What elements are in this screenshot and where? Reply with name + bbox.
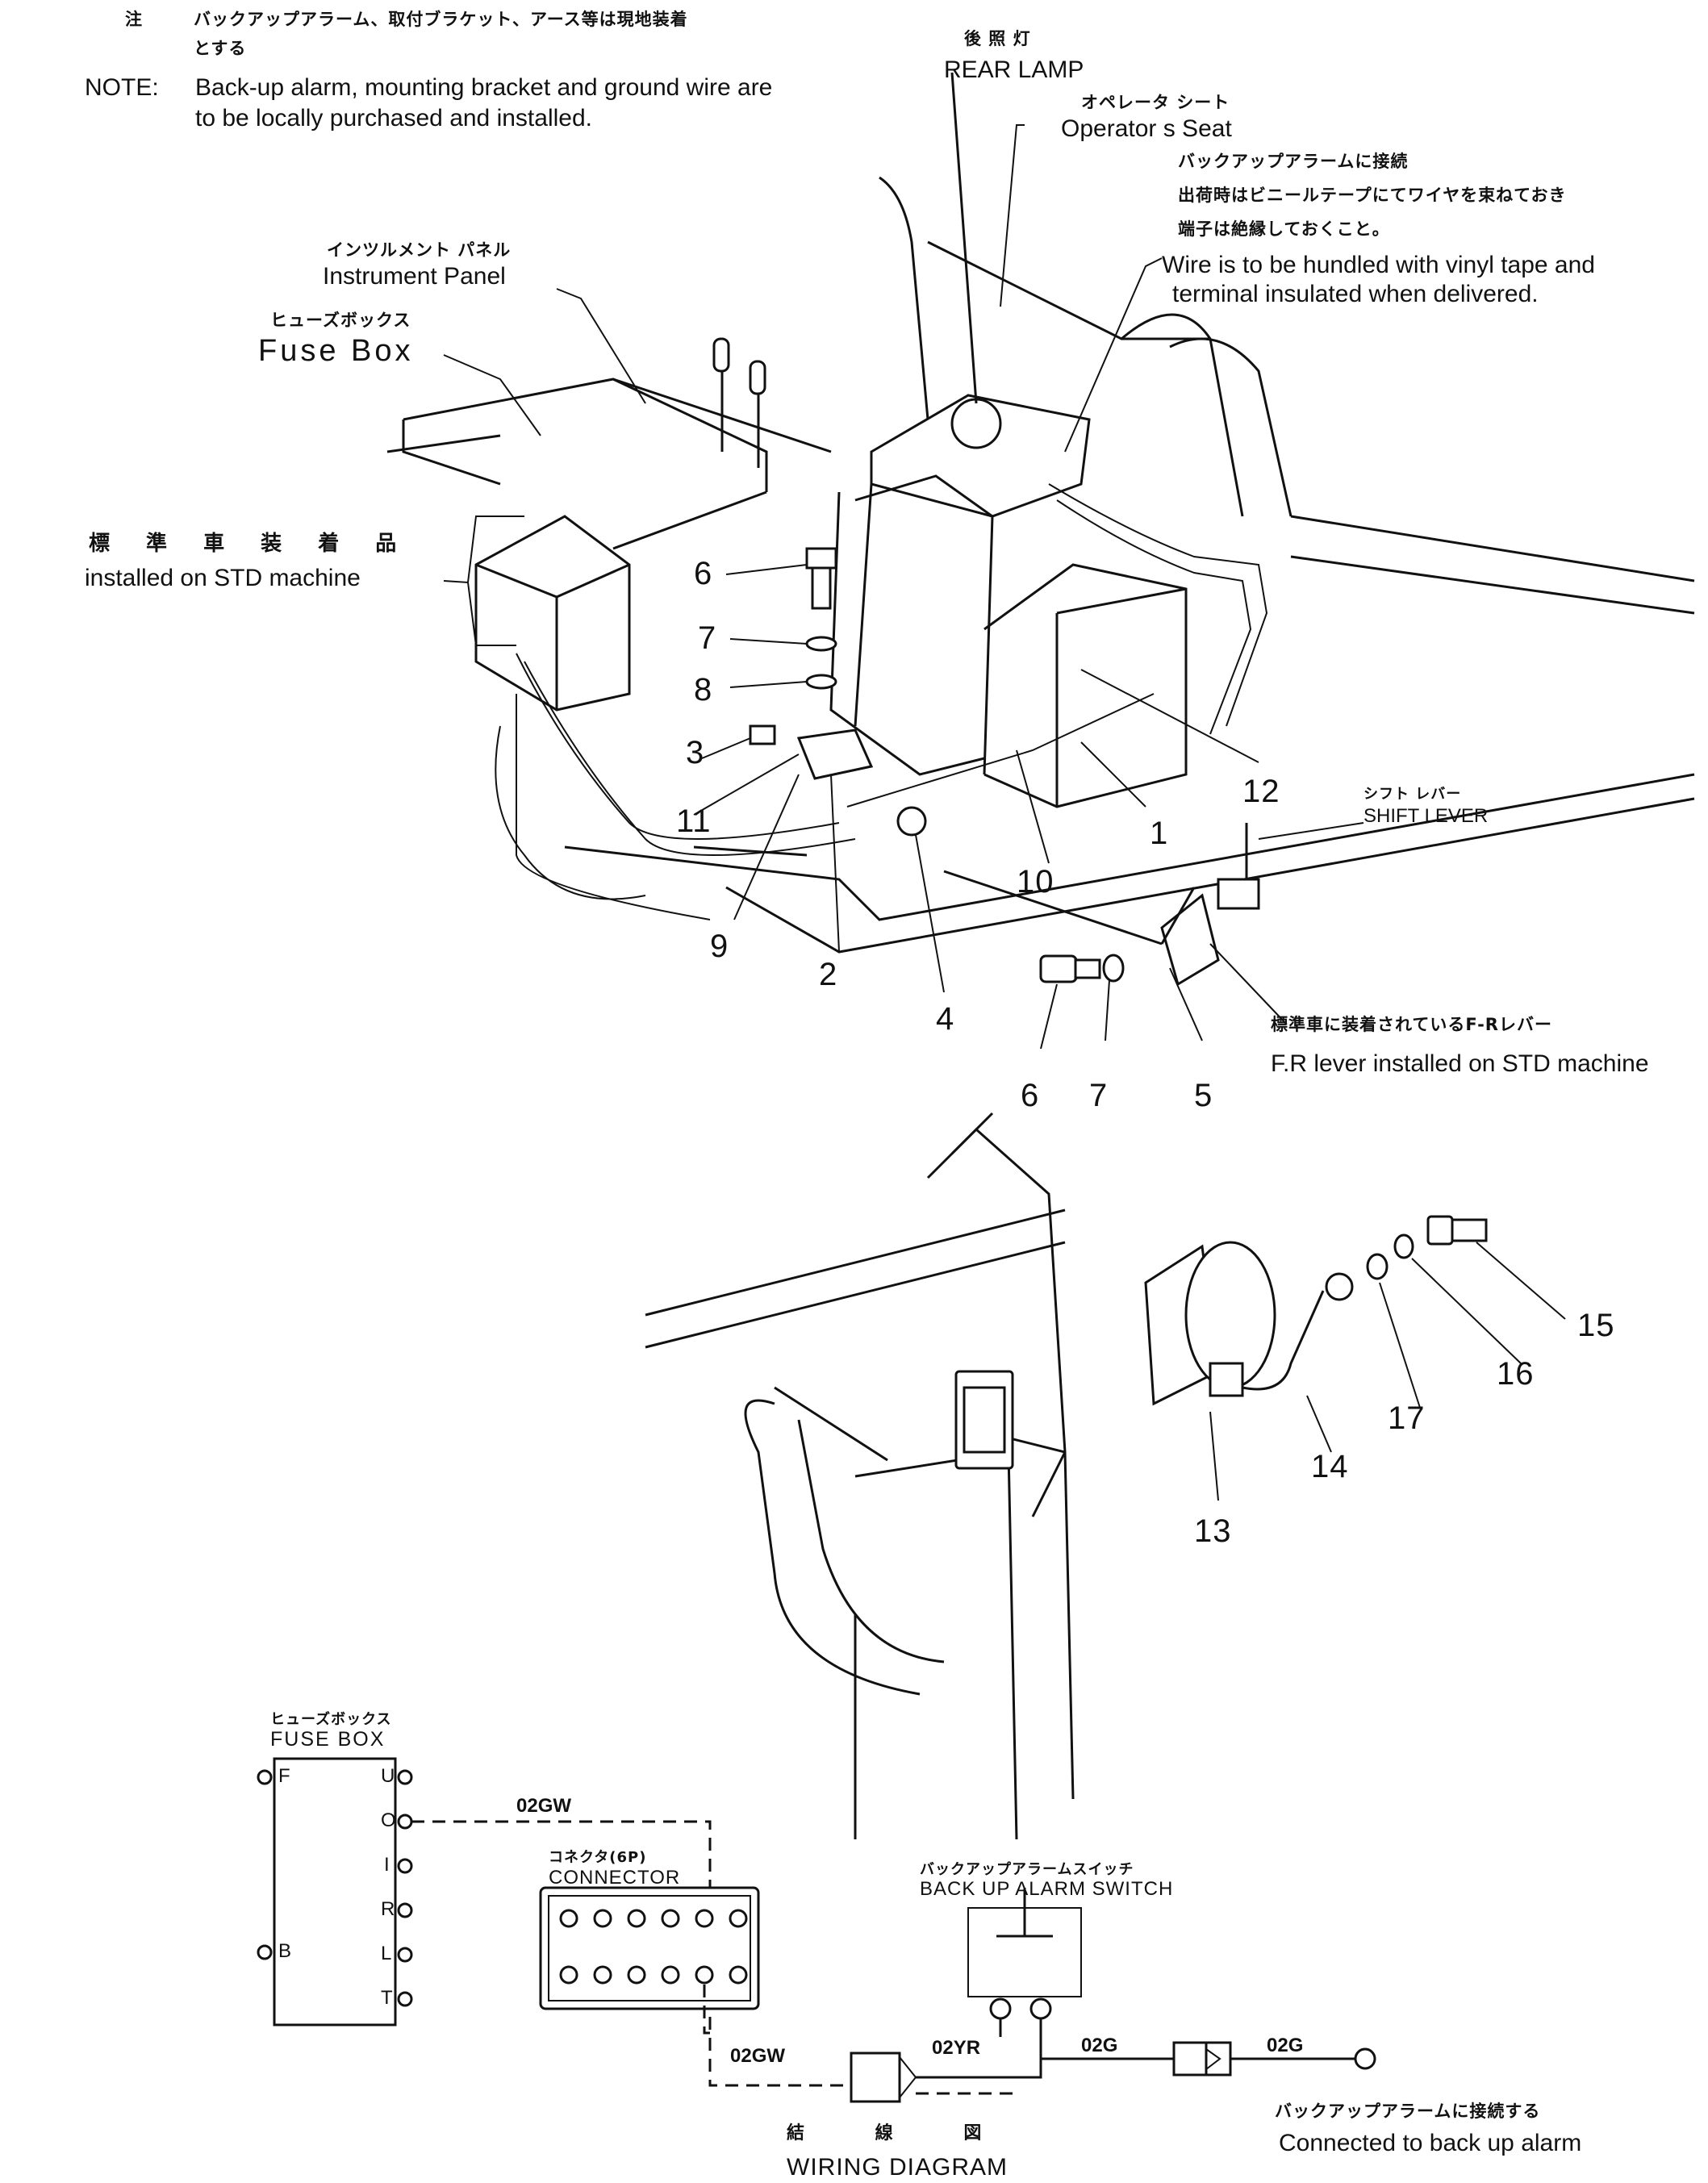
part-number-14: 14 xyxy=(1311,1449,1349,1484)
alarm-connection-label: Connected to back up alarm xyxy=(1279,2130,1582,2156)
fuse-terminal-l: L xyxy=(381,1943,392,1964)
part-number-2: 2 xyxy=(819,957,838,992)
note-text-jp-1: バックアップアラーム、取付ブラケット、アース等は現地装着 xyxy=(194,10,688,29)
part-number-10: 10 xyxy=(1017,864,1054,899)
shift-lever-label: SHIFT LEVER xyxy=(1363,805,1489,827)
part-number-16: 16 xyxy=(1497,1356,1535,1392)
leader-lines-upper xyxy=(443,124,1364,1050)
note-text-1: Back-up alarm, mounting bracket and grou… xyxy=(195,74,773,101)
parts-upper xyxy=(749,547,1260,987)
part-number-8: 8 xyxy=(694,672,713,707)
operators-seat-label-jp: オペレータ シート xyxy=(1081,93,1230,112)
wire-note-jp-2: 出荷時はビニールテープにてワイヤを束ねておき xyxy=(1178,186,1567,205)
rear-lamp-label: REAR LAMP xyxy=(944,56,1084,83)
wire-label-02gw-top: 02GW xyxy=(516,1795,572,1817)
fr-lever-label: F.R lever installed on STD machine xyxy=(1271,1050,1649,1077)
alarm-connection-label-jp: バックアップアラームに接続する xyxy=(1275,2102,1541,2121)
switch-label: BACK UP ALARM SWITCH xyxy=(920,1878,1174,1900)
fuse-terminal-o: O xyxy=(381,1809,396,1831)
wire-note-jp-3: 端子は絶縁しておくこと。 xyxy=(1178,219,1390,239)
part-number-6b: 6 xyxy=(1021,1078,1040,1113)
part-number-5: 5 xyxy=(1194,1078,1213,1113)
wire-label-02g-1: 02G xyxy=(1081,2035,1118,2056)
fuse-box-label: Fuse Box xyxy=(258,334,414,368)
part-number-3: 3 xyxy=(686,735,705,770)
fuse-terminal-b: B xyxy=(278,1940,292,1962)
part-number-15: 15 xyxy=(1577,1308,1615,1343)
fuse-terminal-u: U xyxy=(381,1765,395,1787)
wire-label-02g-2: 02G xyxy=(1267,2035,1304,2056)
wire-note-jp-1: バックアップアラームに接続 xyxy=(1178,152,1409,171)
part-number-12: 12 xyxy=(1242,774,1280,809)
wiring-title-jp: 結 線 図 xyxy=(787,2123,1014,2143)
note-text-jp-2: とする xyxy=(194,39,247,58)
fuse-terminal-f: F xyxy=(278,1765,290,1787)
wire-note-1: Wire is to be hundled with vinyl tape an… xyxy=(1162,252,1595,278)
machine-body-rear xyxy=(645,1112,1075,1840)
note-text-2: to be locally purchased and installed. xyxy=(195,105,592,131)
fuse-box-label-jp: ヒューズボックス xyxy=(270,311,411,330)
wiring-diagram-drawing xyxy=(257,1757,1376,2103)
wire-label-02gw-bottom: 02GW xyxy=(730,2045,786,2067)
part-number-9: 9 xyxy=(710,929,729,964)
fuse-terminal-r: R xyxy=(381,1898,395,1920)
part-number-4: 4 xyxy=(936,1001,955,1037)
wiring-title: WIRING DIAGRAM xyxy=(787,2154,1008,2181)
rear-lamp-label-jp: 後 照 灯 xyxy=(964,29,1031,48)
part-number-11: 11 xyxy=(676,803,712,839)
instrument-panel-label: Instrument Panel xyxy=(323,263,506,290)
instrument-panel-label-jp: インツルメント パネル xyxy=(327,240,512,260)
rear-lamp-illustration xyxy=(950,72,1002,449)
part-number-7a: 7 xyxy=(698,620,717,656)
wire-note-2: terminal insulated when delivered. xyxy=(1172,281,1539,307)
backup-alarm-illustration xyxy=(1144,1215,1566,1501)
connector-pins xyxy=(559,1909,748,1985)
switch-label-jp: バックアップアラームスイッチ xyxy=(920,1861,1134,1878)
part-number-1: 1 xyxy=(1150,816,1169,851)
part-number-13: 13 xyxy=(1194,1513,1232,1549)
note-label-jp: 注 xyxy=(125,10,143,29)
fuse-terminal-t: T xyxy=(381,1987,393,2009)
part-number-7b: 7 xyxy=(1089,1078,1109,1113)
operators-seat-label: Operator s Seat xyxy=(1061,115,1232,142)
wiring-fuse-box-label-jp: ヒューズボックス xyxy=(270,1711,392,1728)
fuse-terminal-i: I xyxy=(384,1854,390,1876)
connector-label: CONNECTOR xyxy=(549,1867,681,1889)
std-machine-label-jp: 標 準 車 装 着 品 xyxy=(89,532,411,556)
shift-lever-label-jp: シフト レバー xyxy=(1363,786,1462,803)
wire-label-02yr: 02YR xyxy=(932,2037,981,2059)
note-label: NOTE: xyxy=(85,74,159,101)
std-machine-label: installed on STD machine xyxy=(85,565,361,591)
fr-lever-label-jp: 標準車に装着されているF-Rレバー xyxy=(1271,1015,1552,1034)
machine-body-upper xyxy=(386,176,1695,954)
part-number-17: 17 xyxy=(1388,1400,1426,1436)
wiring-fuse-box-label: FUSE BOX xyxy=(270,1728,386,1751)
part-number-6a: 6 xyxy=(694,556,713,591)
connector-label-jp: コネクタ(6P) xyxy=(549,1849,647,1866)
